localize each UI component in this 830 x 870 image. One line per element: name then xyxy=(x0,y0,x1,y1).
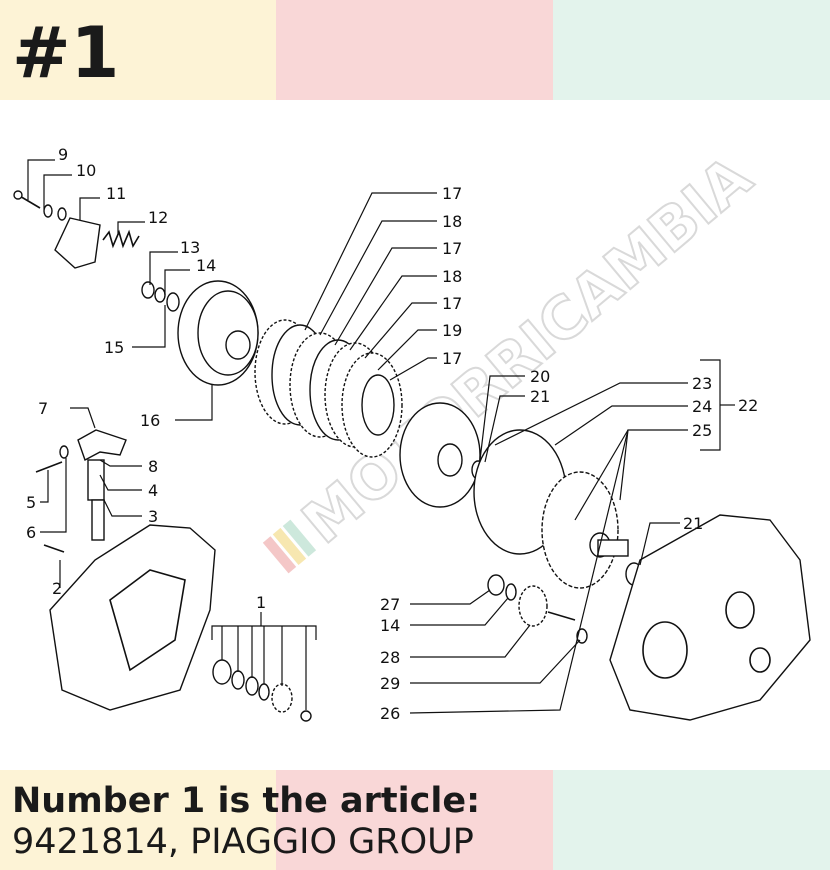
part-plate-20 xyxy=(399,402,481,508)
part-gear-28 xyxy=(518,585,548,627)
header-band-pink xyxy=(276,0,553,100)
part-clutch-disc-stack xyxy=(254,319,403,458)
callout-7: 7 xyxy=(38,399,48,418)
part-washer-14 xyxy=(154,287,166,303)
callout-14b: 14 xyxy=(380,616,400,635)
part-engine-cover-left xyxy=(49,524,216,711)
part-bolt-5 xyxy=(35,461,63,473)
callout-20: 20 xyxy=(530,367,550,386)
footer-band-yellow xyxy=(0,770,276,870)
callout-24: 24 xyxy=(692,397,712,416)
callout-17b: 17 xyxy=(442,239,462,258)
part-plate-11 xyxy=(54,217,101,269)
callout-17d: 17 xyxy=(442,349,462,368)
part-washer-6 xyxy=(59,445,69,459)
callout-28: 28 xyxy=(380,648,400,667)
part-crankcase-right xyxy=(609,514,811,721)
callout-11: 11 xyxy=(106,184,126,203)
leader-lines xyxy=(27,159,735,714)
header-band-mint xyxy=(553,0,830,100)
callout-16: 16 xyxy=(140,411,160,430)
callout-17a: 17 xyxy=(442,184,462,203)
callout-10: 10 xyxy=(76,161,96,180)
callout-25: 25 xyxy=(692,421,712,440)
callout-12: 12 xyxy=(148,208,168,227)
callout-6: 6 xyxy=(26,523,36,542)
part-lever-assembly-7-8 xyxy=(77,429,127,541)
callout-13: 13 xyxy=(180,238,200,257)
part-bolt-2 xyxy=(43,544,65,553)
callout-4: 4 xyxy=(148,481,158,500)
callout-15: 15 xyxy=(104,338,124,357)
part-clutch-housing-22 xyxy=(473,429,629,589)
caption-title: Number 1 is the article: xyxy=(12,781,481,821)
callout-27: 27 xyxy=(380,595,400,614)
callout-21a: 21 xyxy=(530,387,550,406)
callout-21b: 21 xyxy=(683,514,703,533)
callout-23: 23 xyxy=(692,374,712,393)
part-kit-1 xyxy=(212,659,312,722)
part-pin-28 xyxy=(547,611,576,621)
caption-article-number: 9421814, PIAGGIO GROUP xyxy=(12,822,474,862)
part-bolt-9 xyxy=(13,190,67,221)
callout-17c: 17 xyxy=(442,294,462,313)
item-number-badge: #1 xyxy=(12,12,120,94)
callout-1: 1 xyxy=(256,593,266,612)
callout-9: 9 xyxy=(58,145,68,164)
part-bearing-27 xyxy=(487,574,505,596)
callout-22: 22 xyxy=(738,396,758,415)
callout-26: 26 xyxy=(380,704,400,723)
callout-labels: 9 10 11 12 13 14 15 16 17 18 17 18 17 19… xyxy=(26,145,758,723)
part-pressure-plate-16 xyxy=(177,280,259,386)
part-spring-12 xyxy=(102,229,140,249)
callout-18b: 18 xyxy=(442,267,462,286)
part-washer-15 xyxy=(166,292,180,312)
callout-8: 8 xyxy=(148,457,158,476)
callout-18a: 18 xyxy=(442,212,462,231)
callout-3: 3 xyxy=(148,507,158,526)
callout-19: 19 xyxy=(442,321,462,340)
part-washer-13 xyxy=(141,281,155,299)
header-band-yellow xyxy=(0,0,276,100)
exploded-parts-diagram: MOTORRICAMBIA xyxy=(13,142,811,723)
part-washer-14b xyxy=(505,583,517,601)
callout-2: 2 xyxy=(52,579,62,598)
footer-band-pink xyxy=(276,770,553,870)
callout-14a: 14 xyxy=(196,256,216,275)
callout-5: 5 xyxy=(26,493,36,512)
part-ring-29 xyxy=(576,628,588,644)
callout-29: 29 xyxy=(380,674,400,693)
footer-band-mint xyxy=(553,770,830,870)
